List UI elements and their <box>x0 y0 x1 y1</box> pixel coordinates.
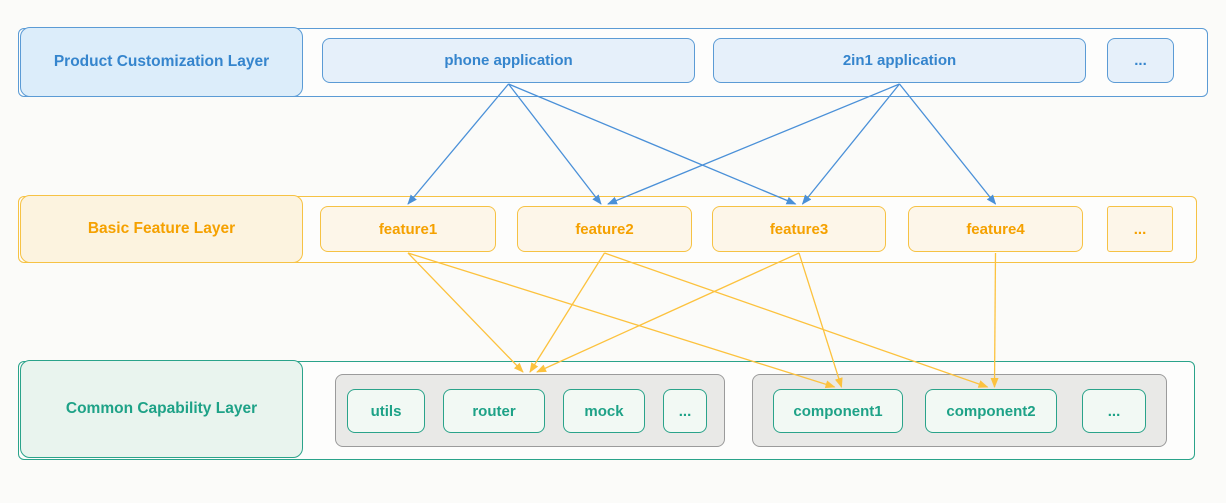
feature1-node: feature1 <box>320 206 496 252</box>
feature3-node: feature3 <box>712 206 886 252</box>
twoin1-application-node: 2in1 application <box>713 38 1086 83</box>
arrow-phone-to-f2 <box>507 83 602 205</box>
arrow-f1-to-groupBase <box>407 252 524 373</box>
component2-node: component2 <box>925 389 1057 433</box>
utils-node: utils <box>347 389 425 433</box>
feature-layer-label: Basic Feature Layer <box>20 195 303 263</box>
arrow-phone-to-f1 <box>407 83 509 205</box>
mock-node: mock <box>563 389 645 433</box>
components-group-ellipsis-node: ... <box>1082 389 1146 433</box>
component1-node: component1 <box>773 389 903 433</box>
arrow-f2-to-groupBase <box>529 252 606 373</box>
router-node: router <box>443 389 545 433</box>
product-ellipsis-node: ... <box>1107 38 1174 83</box>
base-group-ellipsis-node: ... <box>663 389 707 433</box>
arrow-twoInOne-to-f4 <box>898 83 997 205</box>
arrow-twoInOne-to-f2 <box>607 83 900 205</box>
phone-application-node: phone application <box>322 38 695 83</box>
arrow-phone-to-f3 <box>508 83 797 205</box>
common-layer-label: Common Capability Layer <box>20 360 303 458</box>
feature4-node: feature4 <box>908 206 1083 252</box>
product-layer-label: Product Customization Layer <box>20 27 303 97</box>
feature2-node: feature2 <box>517 206 692 252</box>
feature-ellipsis-node: ... <box>1107 206 1173 252</box>
arrow-twoInOne-to-f3 <box>801 83 901 205</box>
arrow-f3-to-groupBase <box>536 252 800 373</box>
